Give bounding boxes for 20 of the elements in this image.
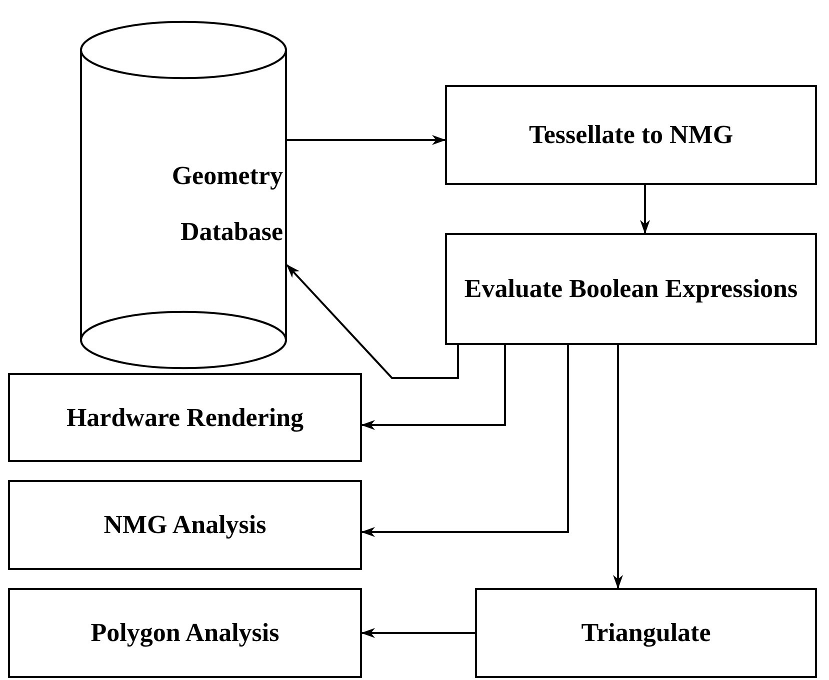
arrow xyxy=(361,345,569,537)
process-box xyxy=(445,233,817,345)
node-label: Tessellate to NMG xyxy=(528,119,734,151)
arrow xyxy=(613,345,623,589)
process-box xyxy=(445,85,817,185)
arrow xyxy=(287,135,446,145)
node-label: Geometry Database xyxy=(170,160,284,248)
process-box xyxy=(475,588,817,678)
process-box xyxy=(8,480,362,570)
process-box xyxy=(8,373,362,462)
arrow xyxy=(361,345,506,430)
arrow xyxy=(286,264,459,379)
arrow xyxy=(361,628,475,638)
node-label: Evaluate Boolean Expressions xyxy=(463,273,799,305)
node-label: Hardware Rendering xyxy=(65,402,305,434)
process-box xyxy=(8,588,362,678)
node-label: Triangulate xyxy=(580,617,712,649)
arrow xyxy=(640,185,650,234)
node-label: NMG Analysis xyxy=(102,509,268,541)
node-label: Polygon Analysis xyxy=(90,617,280,649)
